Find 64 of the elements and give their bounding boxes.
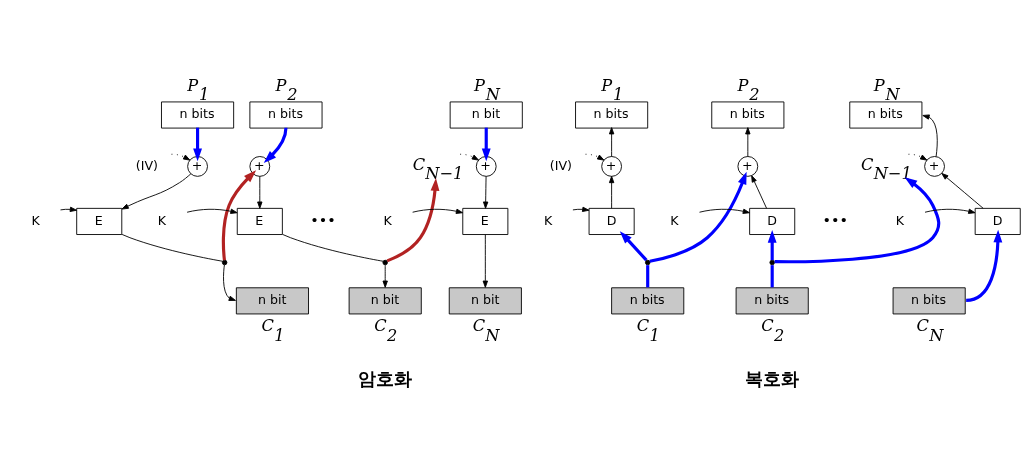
connector — [770, 265, 774, 288]
arrow — [908, 153, 928, 161]
arrow — [922, 114, 938, 157]
node-circle: + — [475, 156, 497, 177]
node-circle — [769, 259, 775, 266]
arrow — [257, 175, 263, 209]
label: 복호화 — [744, 367, 799, 389]
arrow — [649, 171, 747, 263]
arrow — [60, 206, 77, 212]
arrow — [483, 175, 489, 209]
arrow — [572, 206, 590, 212]
arrow — [924, 208, 976, 214]
node-box: E — [236, 207, 283, 235]
arrow — [585, 153, 605, 161]
connector — [646, 265, 650, 288]
node-text: K — [157, 212, 167, 228]
label: 암호화 — [357, 367, 412, 389]
arrow — [221, 170, 257, 261]
node-text: K — [895, 212, 905, 228]
node-text: K — [670, 212, 679, 228]
arrow — [263, 127, 288, 163]
connector — [121, 234, 223, 262]
node-circle: + — [249, 156, 271, 177]
arrow — [482, 234, 488, 288]
arrow — [745, 127, 751, 157]
node-text: (IV) — [135, 157, 158, 173]
node-circle — [382, 259, 388, 266]
arrow — [767, 230, 777, 261]
arrow — [699, 208, 750, 214]
node-circle: + — [737, 156, 759, 177]
node-text: (IV) — [549, 157, 573, 173]
arrow — [171, 153, 191, 161]
node-box: E — [462, 207, 509, 235]
node-box: D — [974, 207, 1021, 235]
node-text: K — [543, 212, 553, 228]
arrow — [774, 177, 941, 264]
arrow — [608, 175, 615, 209]
arrow — [223, 264, 236, 301]
node-text: K — [31, 212, 40, 228]
arrow — [481, 127, 491, 162]
arrow — [459, 153, 479, 161]
arrow — [608, 127, 615, 157]
label: ••• — [310, 211, 336, 228]
arrow — [386, 178, 440, 263]
connector — [282, 234, 384, 262]
arrow — [186, 208, 238, 214]
node-text: K — [383, 212, 392, 228]
arrow — [619, 231, 648, 262]
arrow — [965, 229, 1003, 302]
node-circle: + — [924, 156, 945, 177]
node-box: D — [588, 207, 635, 235]
node-circle: + — [187, 156, 208, 177]
node-box: D — [749, 207, 796, 235]
node-box: E — [76, 207, 123, 235]
node-circle — [221, 259, 228, 266]
label: ••• — [822, 211, 849, 228]
arrow — [941, 173, 984, 209]
arrow — [412, 208, 464, 214]
node-circle: + — [601, 156, 622, 177]
arrow — [751, 175, 768, 209]
node-circle — [644, 259, 651, 266]
arrow — [121, 173, 192, 210]
arrow — [193, 127, 202, 162]
arrow — [382, 264, 388, 288]
